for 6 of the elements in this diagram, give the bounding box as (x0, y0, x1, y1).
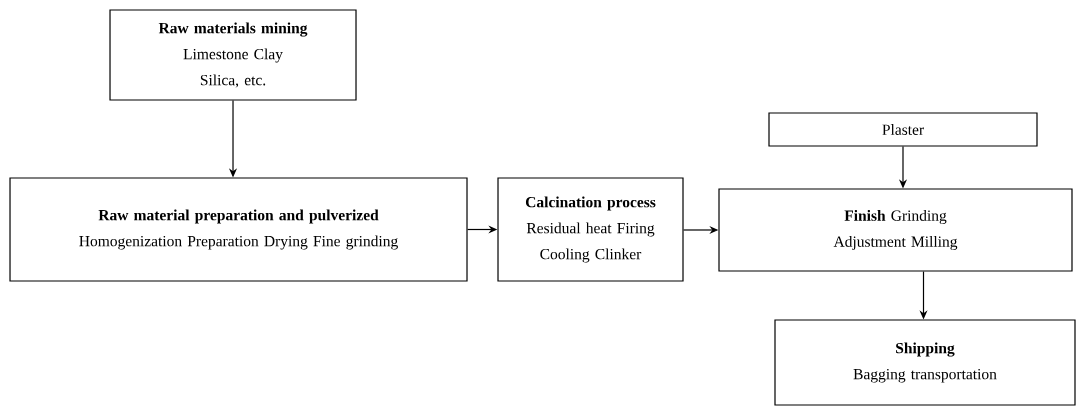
process-box: Raw materials mining Limestone Clay Silica, etc. (109, 9, 357, 101)
process-box: Finish Grinding Adjustment Milling (718, 188, 1073, 272)
process-box: Plaster (768, 112, 1038, 147)
process-box: Raw material preparation and pulverized Homogenization Preparation Drying Fine grinding (9, 177, 468, 282)
process-box: Calcination process Residual heat Firing Cooling Clinker (497, 177, 684, 282)
process-box: Shipping Bagging transportation (774, 319, 1076, 406)
